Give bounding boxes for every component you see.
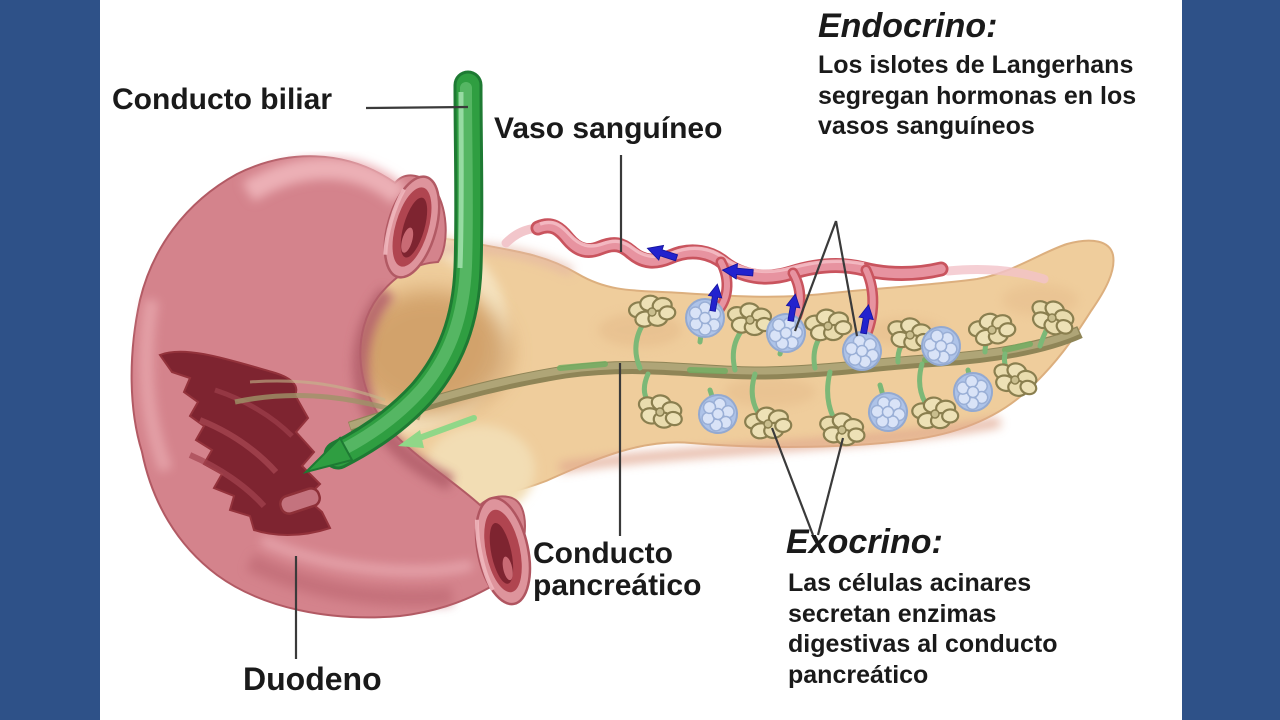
duodenum-bottom-shadow	[246, 553, 453, 607]
endocrino-description: Los islotes de Langerhans segregan hormo…	[818, 51, 1137, 140]
pancreas-bottom-pink-fringe	[559, 417, 1001, 473]
pointer-exocrino-left	[770, 427, 815, 536]
pancreas-top-pink-fringe	[429, 243, 574, 277]
pointer-lines	[294, 105, 859, 659]
exocrino-description: Las células acinares secretan enzimas di…	[788, 569, 1058, 689]
label-conducto-biliar: Conducto biliar	[112, 83, 332, 116]
bile-duct-shading	[340, 82, 473, 454]
label-conducto-pancreatico: Conducto pancreático	[533, 537, 702, 603]
duodenum-left-highlight	[139, 298, 173, 473]
duodenum-top-highlight	[242, 157, 408, 205]
pancreatic-duct-shading	[348, 327, 1080, 430]
common-duct-flow-arrow	[411, 415, 477, 443]
duodenum	[130, 155, 532, 619]
pointer-conducto-biliar	[365, 105, 469, 110]
pancreatic-duct-green-segments	[557, 341, 1033, 374]
bile-duct	[302, 70, 484, 474]
label-vaso-sanguineo: Vaso sanguíneo	[494, 112, 723, 145]
endocrino-heading: Endocrino:	[818, 7, 998, 45]
pancreatic-duct	[234, 312, 1083, 435]
duodenum-ridge	[214, 387, 294, 438]
islet	[685, 298, 725, 338]
diagram-canvas	[100, 0, 1182, 720]
pointer-endocrino-left	[793, 220, 838, 332]
bile-duct-arrowhead	[302, 436, 354, 474]
bile-duct-highlight	[457, 91, 464, 269]
pointer-endocrino-right	[834, 220, 859, 337]
common-duct-flow-arrowhead	[398, 430, 424, 448]
pancreas-diagram	[130, 70, 1115, 659]
duodenum-bottom-highlight	[259, 535, 474, 576]
duodenal-papilla	[279, 487, 321, 515]
duodenum-bottom-opening	[474, 496, 532, 606]
exocrino-heading: Exocrino:	[786, 523, 943, 561]
duodenum-ridge	[188, 452, 267, 509]
label-duodeno: Duodeno	[243, 661, 382, 697]
pancreas-texture	[724, 377, 816, 407]
blood-vessel-faded-right	[943, 264, 1049, 284]
pointer-exocrino-right	[816, 437, 845, 536]
duodenum-ridge	[198, 417, 279, 475]
duodenum-top-opening	[383, 175, 441, 279]
pancreatic-duct-head-branch	[249, 379, 386, 402]
duodenum-wall	[130, 155, 526, 619]
